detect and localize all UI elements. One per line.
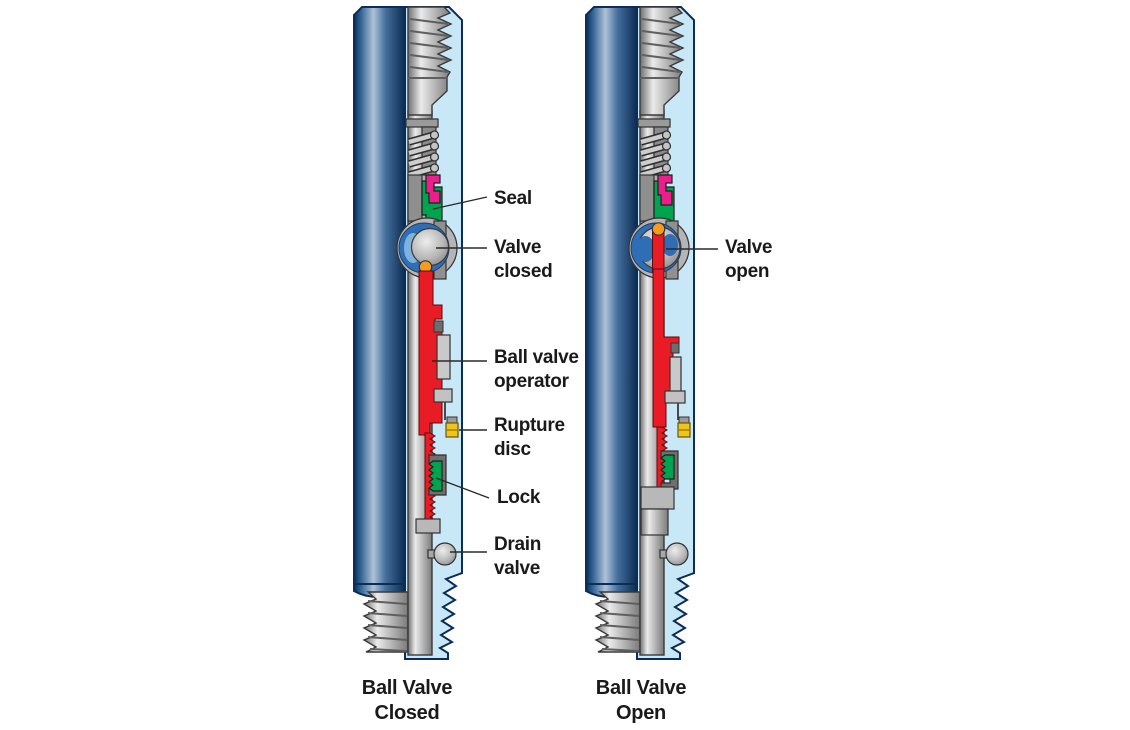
- operator-block: [436, 334, 451, 380]
- callout-drain-valve: Drain valve: [494, 534, 542, 579]
- callout-valve-closed: Valve closed: [494, 237, 553, 282]
- ball-valve-open-assembly: [628, 217, 690, 280]
- drain-valve: [659, 542, 689, 566]
- tool-closed: [353, 6, 463, 660]
- operator-notch: [670, 342, 680, 354]
- leader-lines: [432, 196, 718, 553]
- operator-collar: [433, 388, 453, 403]
- callout-rupture-disc: Rupture disc: [494, 415, 565, 460]
- bottom-thread: [594, 591, 641, 653]
- lock: [428, 454, 447, 496]
- leader-lock: [435, 477, 490, 499]
- ball-pivot-pin: [651, 222, 666, 236]
- seal-pink: [657, 174, 673, 206]
- outer-body: [585, 6, 638, 585]
- top-thread: [639, 6, 685, 116]
- spring: [405, 118, 440, 179]
- spring: [637, 118, 672, 179]
- callout-ball-valve-operator: Ball valve operator: [494, 347, 579, 392]
- operator-collar: [664, 390, 686, 404]
- bottom-thread: [362, 591, 409, 653]
- callout-valve-open: Valve open: [725, 237, 773, 282]
- top-thread: [407, 6, 453, 116]
- caption-ball-valve-open: Ball Valve Open: [595, 677, 687, 724]
- lower-sleeve: [640, 508, 669, 536]
- lower-collar: [415, 518, 441, 534]
- caption-ball-valve-closed: Ball Valve Closed: [361, 677, 453, 724]
- callout-lock: Lock: [497, 487, 541, 508]
- outer-body: [353, 6, 406, 585]
- seal-housing: [639, 174, 655, 222]
- callout-seal: Seal: [494, 188, 532, 209]
- ball-valve-closed-assembly: [396, 217, 458, 280]
- lower-collar: [640, 486, 675, 510]
- operator-notch: [433, 320, 444, 333]
- rupture-disc: [677, 403, 691, 438]
- drain-valve: [427, 542, 457, 566]
- lock: [660, 450, 679, 490]
- tool-open: [585, 6, 695, 660]
- seal-pink: [425, 174, 441, 204]
- ball-sphere: [410, 227, 450, 267]
- open-flow-passage: [652, 231, 665, 273]
- leader-seal: [432, 196, 488, 210]
- rupture-disc: [444, 402, 459, 438]
- seal-housing: [407, 174, 423, 222]
